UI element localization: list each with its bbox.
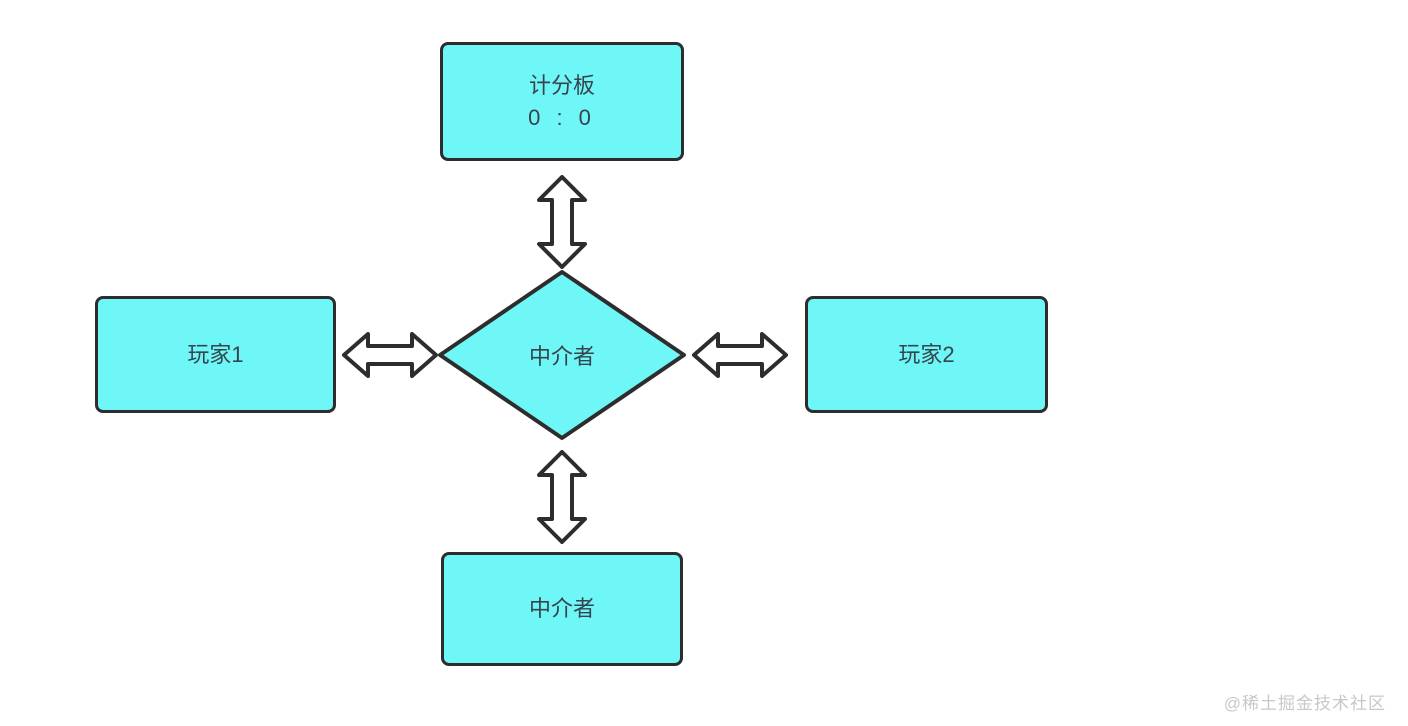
watermark-text: @稀土掘金技术社区 [1223,694,1386,713]
node-player1-label: 玩家1 [187,341,244,367]
diamond-shape [438,270,686,440]
arrow-mediator-mediator-bottom-icon [534,450,590,544]
node-player2-label: 玩家2 [898,341,955,367]
arrow-player1-mediator-icon [342,331,438,379]
node-scoreboard-label: 计分板 [528,72,595,98]
node-player1: 玩家1 [95,296,336,413]
node-mediator-label: 中介者 [528,344,595,369]
node-scoreboard-score: 0 : 0 [528,104,596,130]
node-mediator-diamond: 中介者 [437,269,687,441]
arrow-mediator-player2-icon [692,331,788,379]
arrow-scoreboard-mediator-icon [534,175,590,269]
node-mediator-bottom: 中介者 [441,552,683,666]
node-mediator-bottom-label: 中介者 [528,596,595,622]
node-scoreboard: 计分板 0 : 0 [440,42,684,161]
node-player2: 玩家2 [805,296,1048,413]
